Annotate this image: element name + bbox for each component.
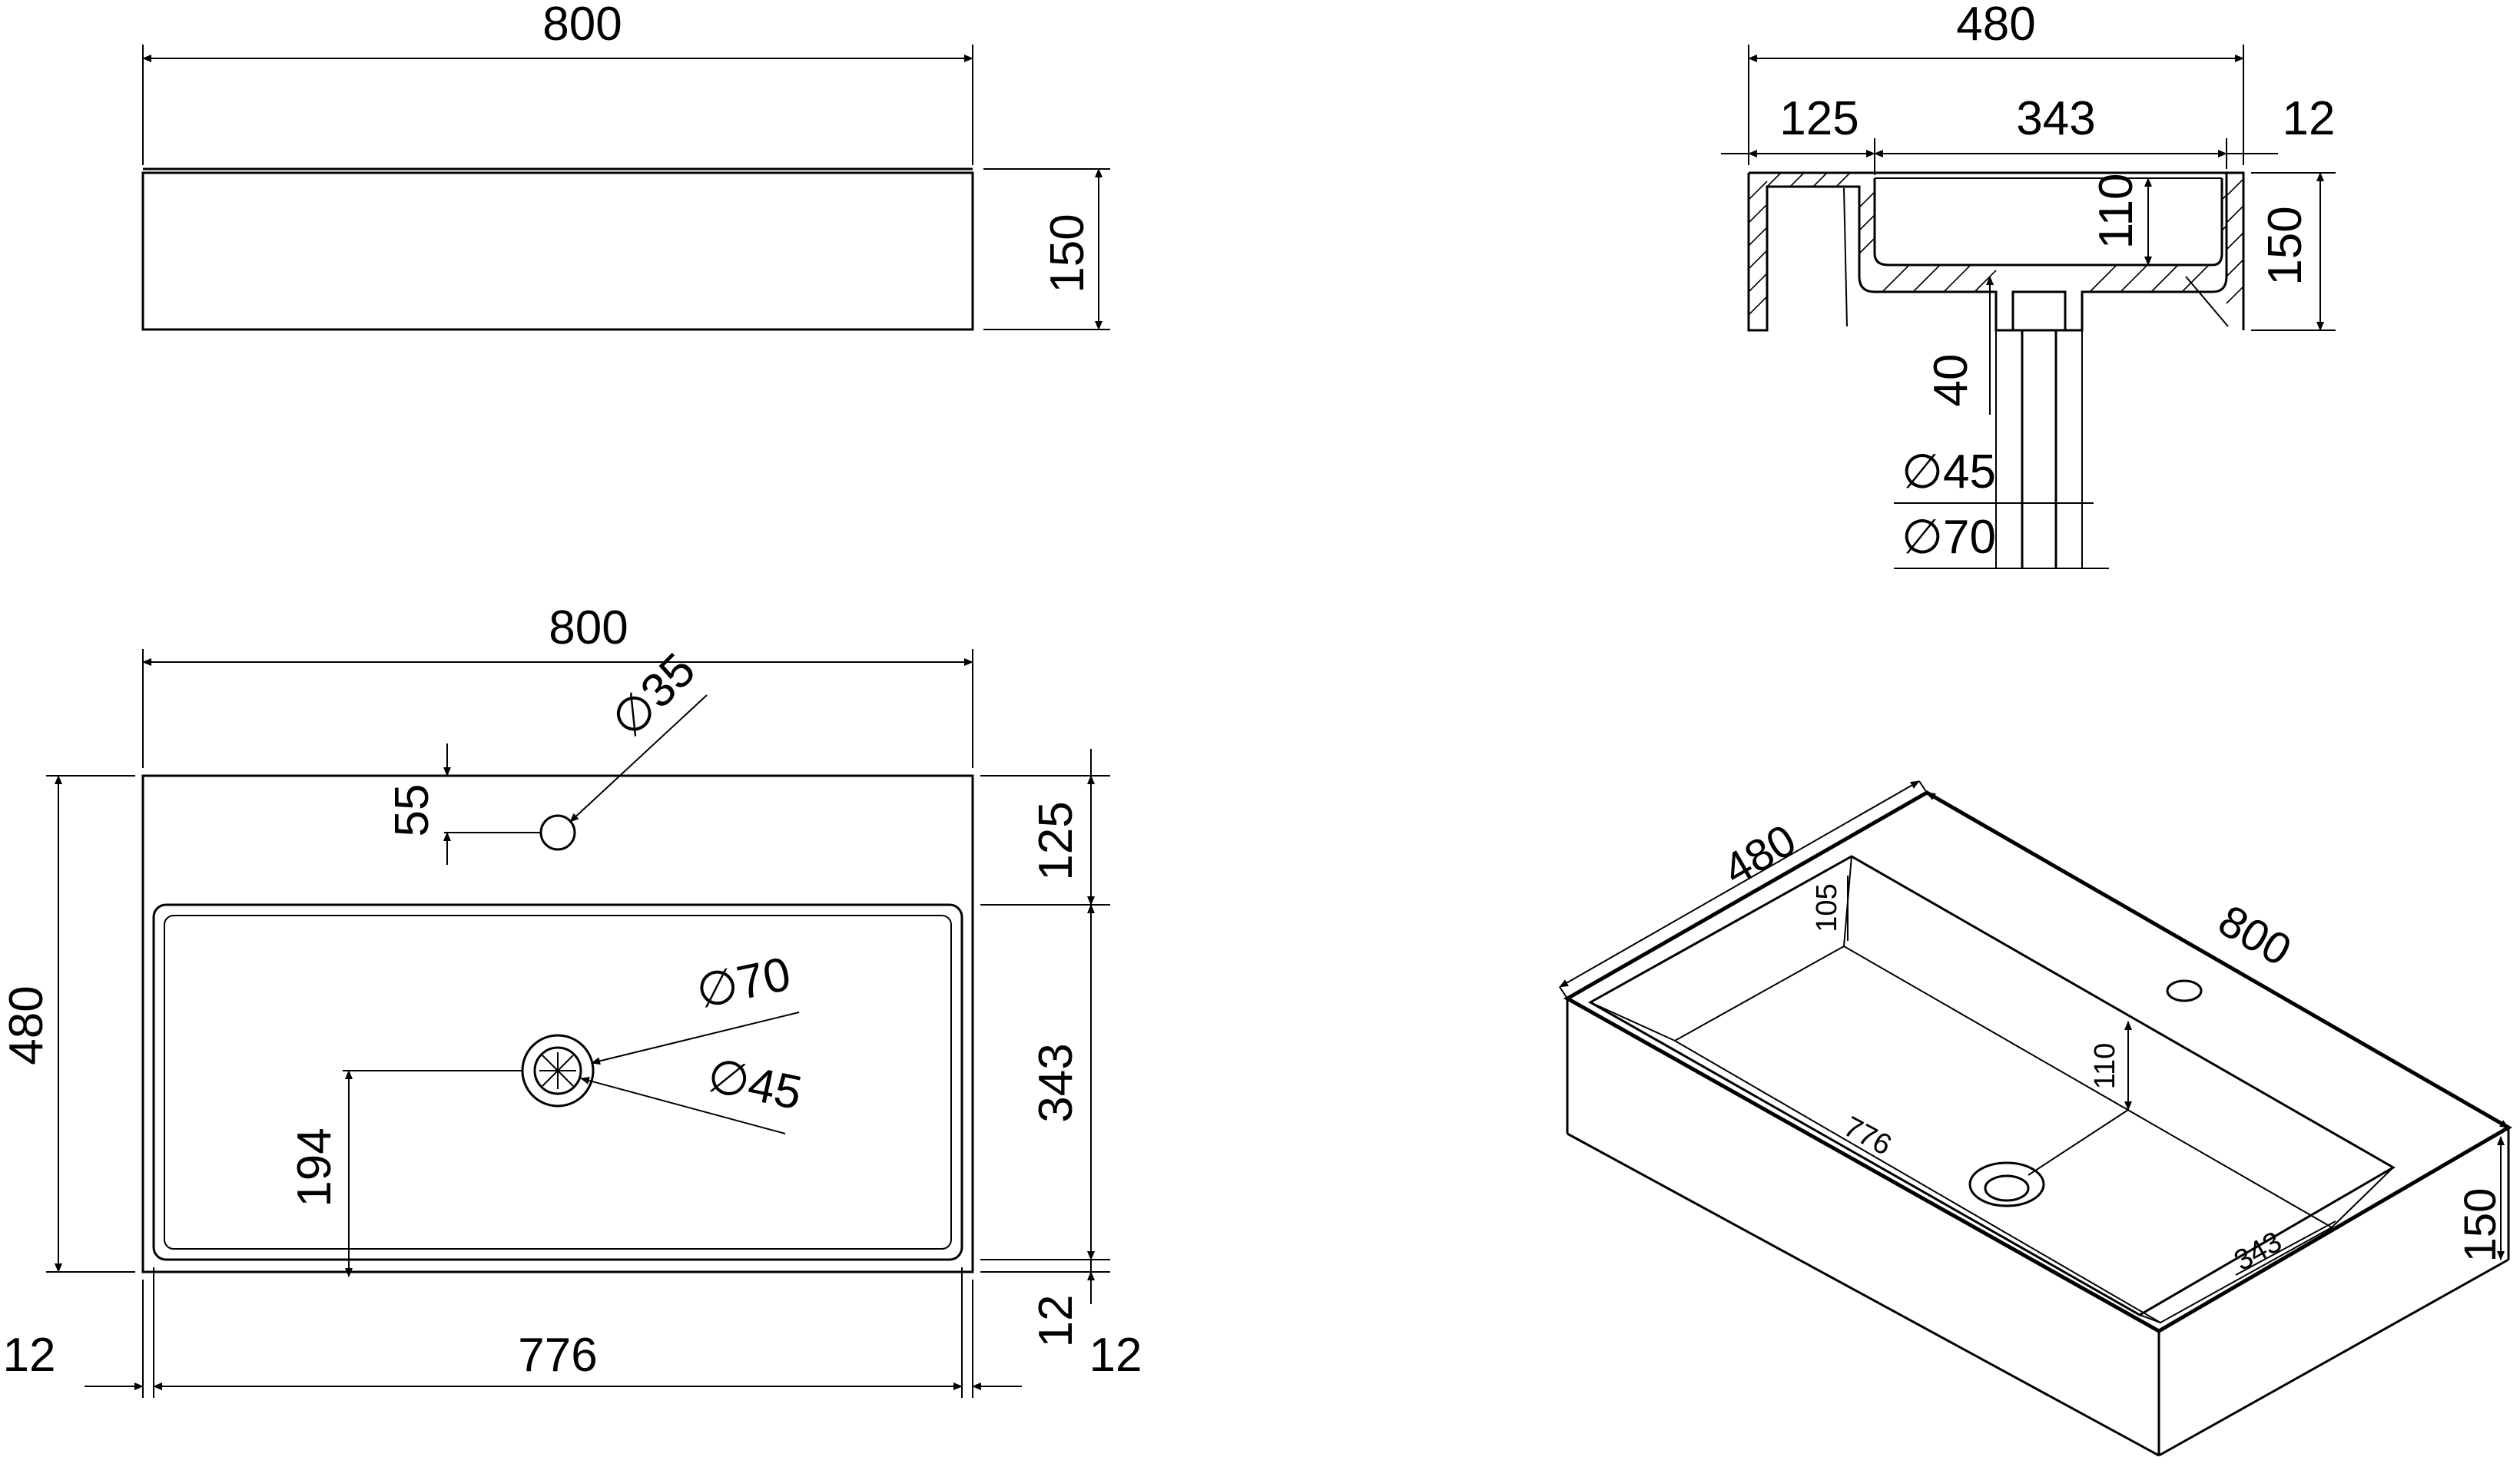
iso-drain-inner	[1984, 1174, 2030, 1202]
iso-height-label: 150	[2455, 1188, 2505, 1263]
drain-offset-label: 194	[288, 1128, 341, 1207]
wall-right-label: 12	[1089, 1329, 1142, 1382]
front-height-label: 150	[1041, 214, 1094, 293]
section-height-label: 150	[2259, 206, 2312, 285]
top-width-label: 800	[549, 601, 628, 654]
drain-inner-circle	[533, 1046, 582, 1095]
drain-fitting	[2011, 290, 2067, 332]
front-view: 800 150	[141, 0, 1110, 331]
section-view: 480 125 343 12 110 150 40 ∅45 ∅70	[1721, 0, 2336, 569]
basin-section-profile	[1747, 171, 2245, 332]
top-view: ∅35 55 ∅70 ∅45 194 800 480	[0, 601, 1142, 1398]
basin-top-outline	[141, 774, 974, 1273]
isometric-view: 110 105 776 343 480 800 150	[1559, 780, 2512, 1457]
iso-bowl-floor	[1673, 945, 2334, 1324]
wall-bottom-label: 12	[1030, 1295, 1083, 1348]
section-wall-label: 12	[2283, 92, 2336, 145]
iso-tap-hole	[2166, 979, 2203, 1002]
front-width-label: 800	[542, 0, 622, 51]
drain-length-label: 40	[1925, 354, 1978, 407]
iso-top-outline	[1563, 790, 2512, 1333]
wall-left-label: 12	[3, 1329, 56, 1382]
tap-offset-label: 55	[386, 784, 439, 837]
iso-drain-outer	[1968, 1161, 2045, 1207]
drain-outer-diameter-label: ∅70	[691, 947, 795, 1018]
basin-front-outline	[141, 171, 974, 331]
deck-label: 125	[1030, 801, 1083, 880]
section-bowl-label: 343	[2016, 92, 2095, 145]
top-depth-label: 480	[0, 985, 53, 1065]
bowl-depth-label: 343	[1030, 1043, 1083, 1122]
bowl-outline	[152, 903, 963, 1261]
drain-inner-diameter-label: ∅45	[703, 1048, 807, 1120]
section-total-width-label: 480	[1956, 0, 2035, 51]
drain-inner-label: ∅45	[1902, 445, 1996, 498]
section-left-label: 125	[1779, 92, 1858, 145]
iso-rim-label: 105	[1811, 883, 1843, 932]
inner-width-label: 776	[518, 1329, 597, 1382]
drain-outer-label: ∅70	[1902, 511, 1996, 564]
iso-depth-label: 480	[1715, 815, 1804, 896]
tap-hole-diameter-label: ∅35	[602, 644, 706, 748]
section-depth-label: 110	[2090, 174, 2143, 250]
section-hatching	[1748, 172, 2244, 316]
tap-hole	[539, 814, 576, 851]
iso-bowl-depth-label: 110	[2089, 1043, 2121, 1090]
bowl-interior	[1873, 178, 2223, 267]
